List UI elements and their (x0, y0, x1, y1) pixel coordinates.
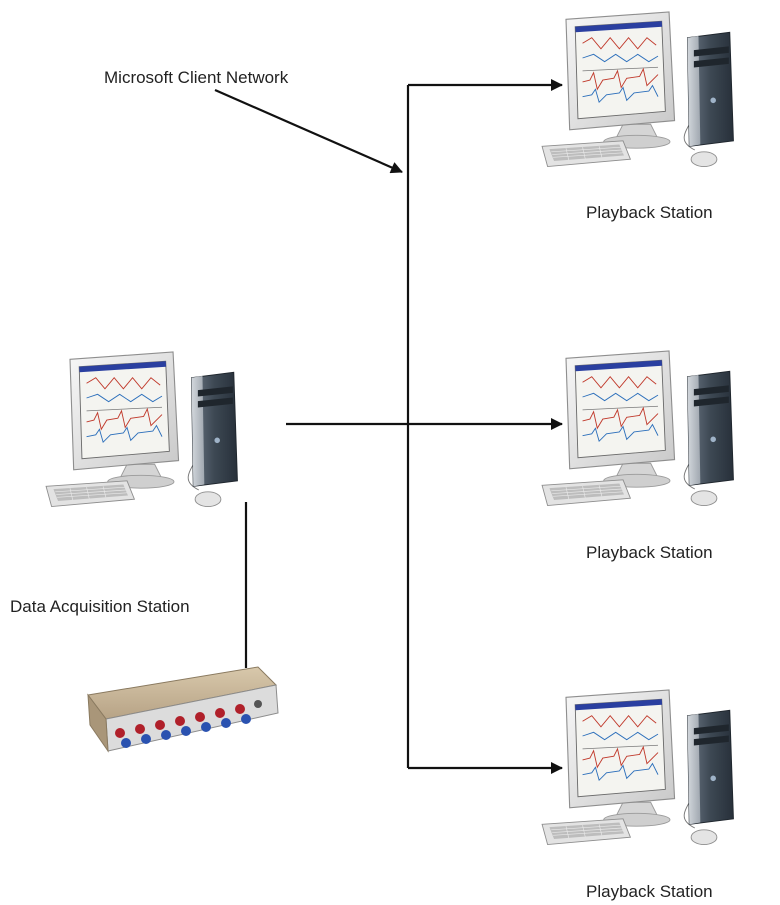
network-lines (214, 79, 563, 774)
playback-station-2 (541, 350, 734, 507)
playback-station-2-label: Playback Station (586, 543, 713, 562)
network-label: Microsoft Client Network (104, 68, 289, 87)
data-acquisition-station (45, 351, 238, 508)
workstation-icon (541, 350, 734, 507)
network-label-pointer (214, 88, 403, 174)
workstation-icon (45, 351, 238, 508)
playback-station-1-label: Playback Station (586, 203, 713, 222)
workstation-icon (541, 11, 734, 168)
device-jacks (115, 700, 262, 748)
data-acquisition-device-icon (87, 666, 279, 752)
playback-station-3 (541, 689, 734, 846)
acquisition-station-label: Data Acquisition Station (10, 597, 190, 616)
playback-station-1 (541, 11, 734, 168)
workstation-icon (541, 689, 734, 846)
playback-station-3-label: Playback Station (586, 882, 713, 901)
